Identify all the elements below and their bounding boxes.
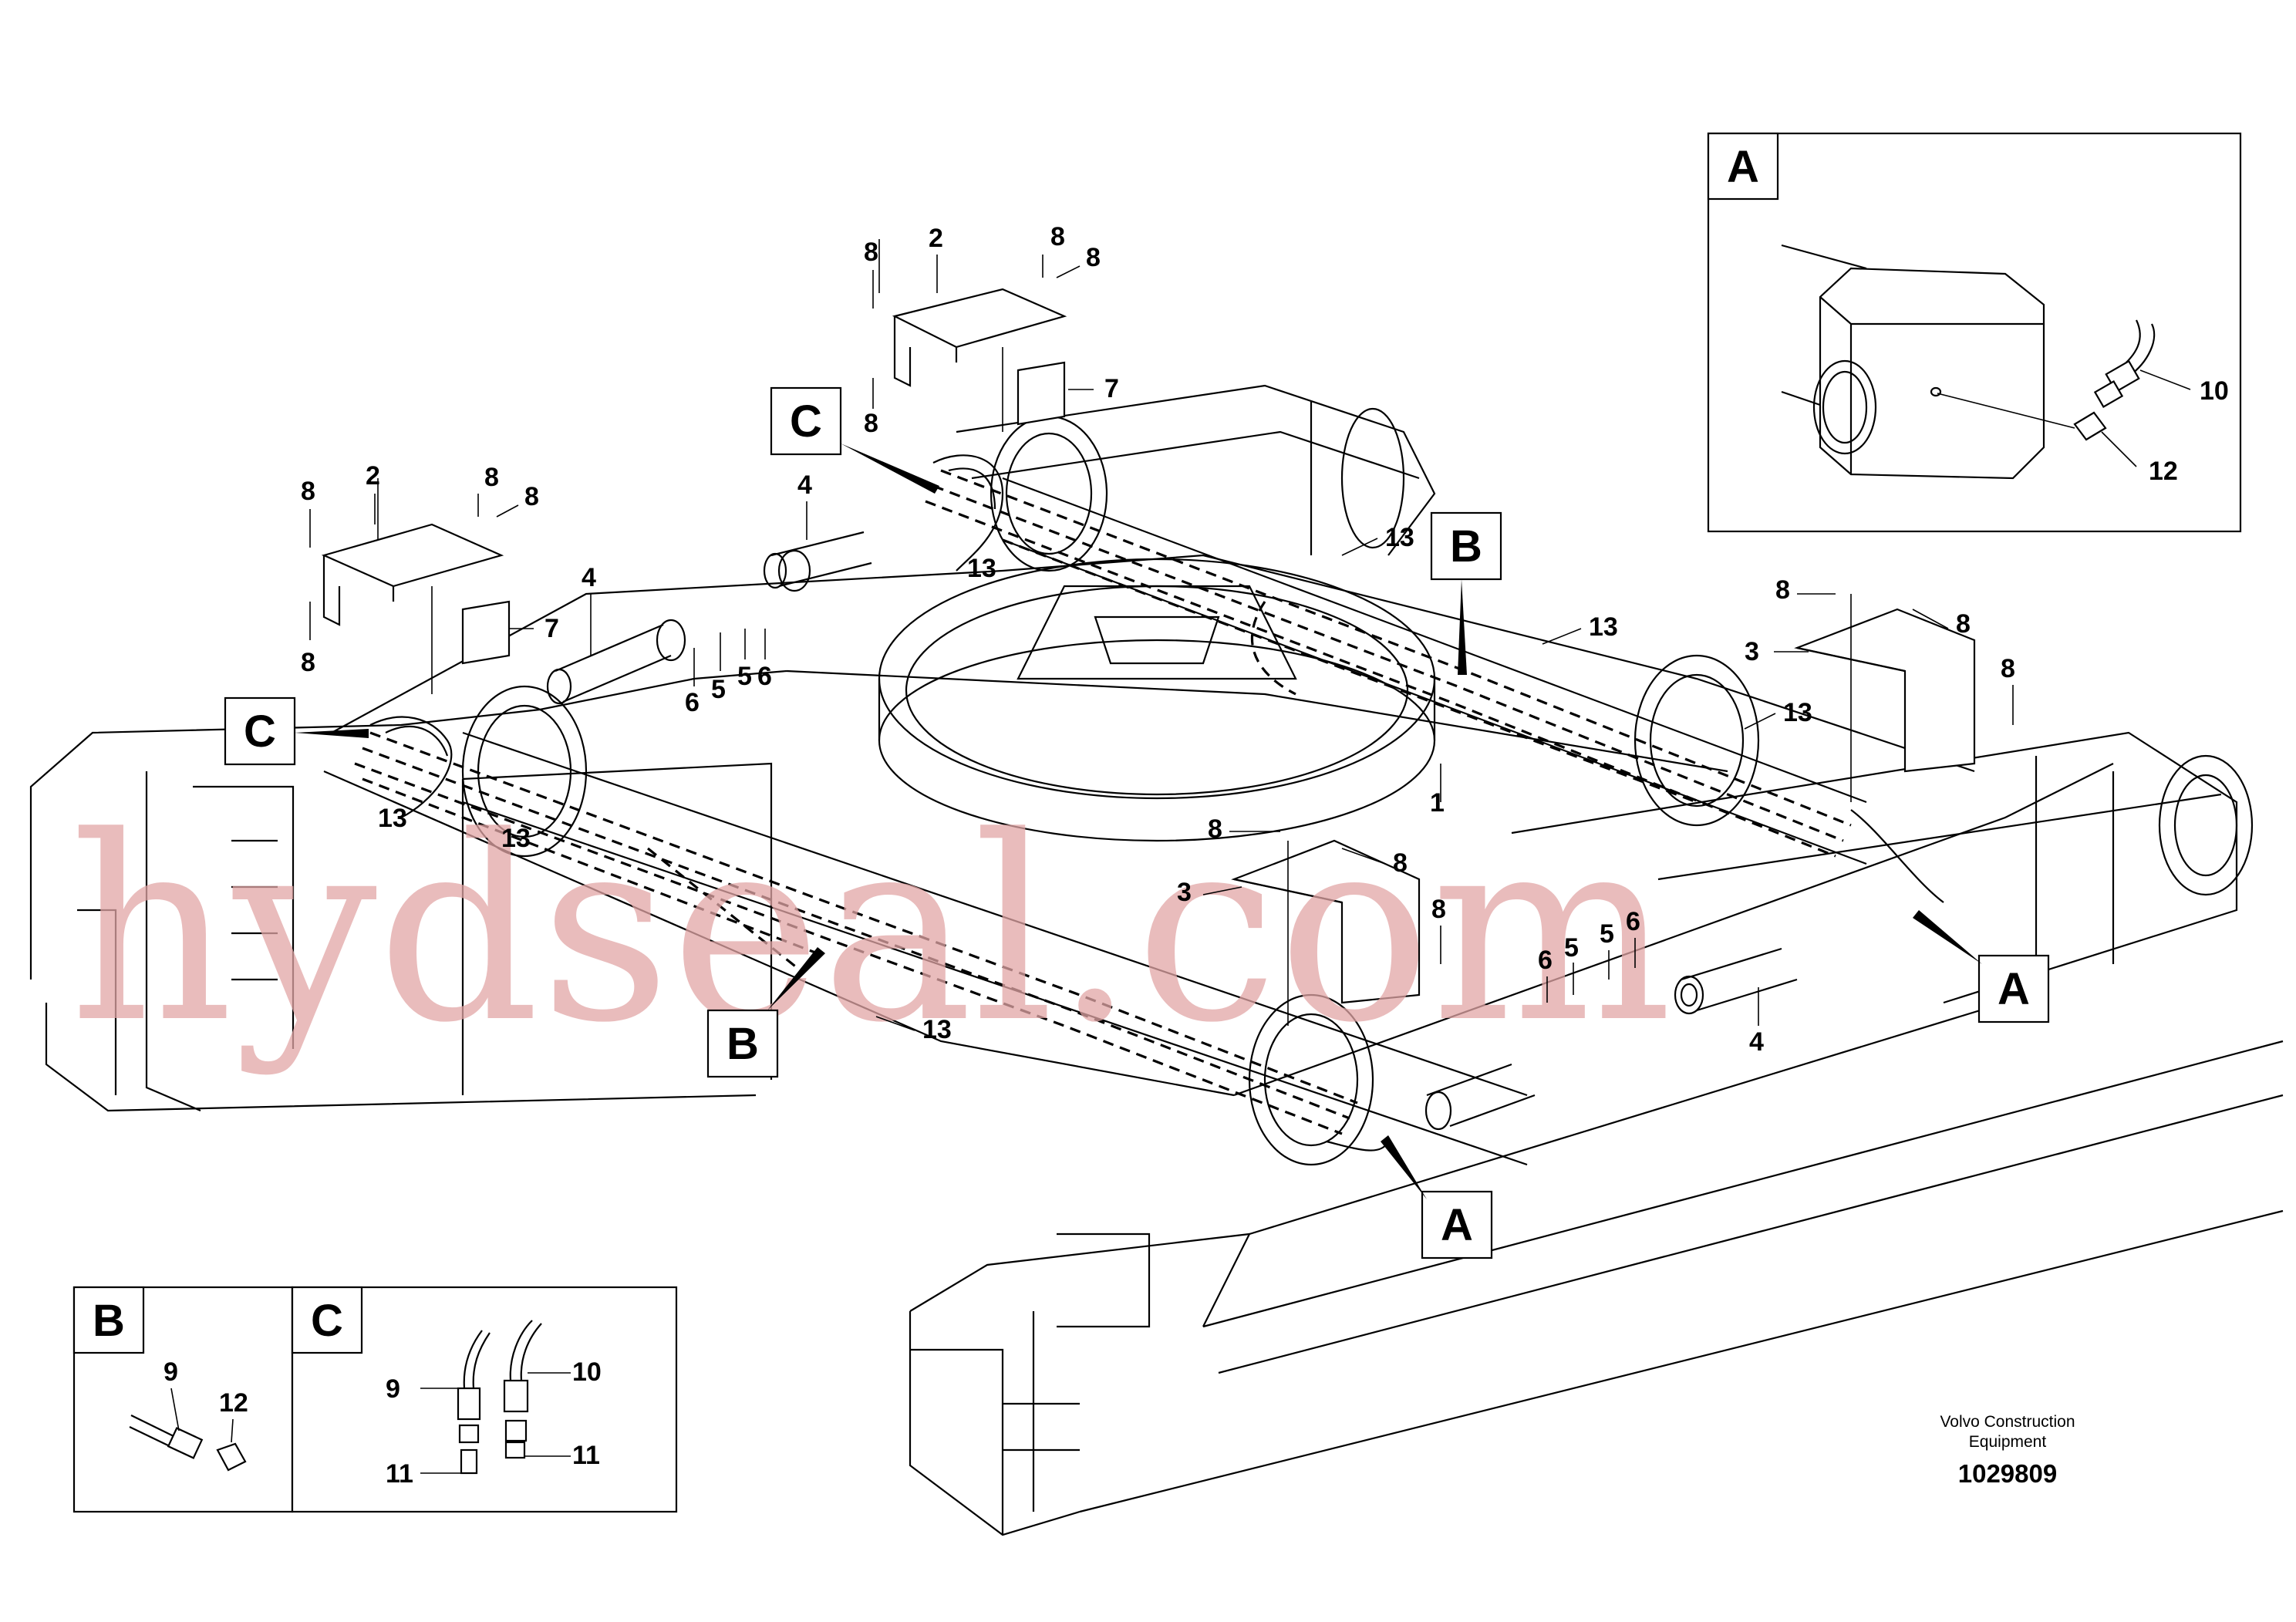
callout-label: 2 — [366, 461, 380, 491]
view-marker-a-right: A — [1913, 910, 2050, 1023]
view-marker-c-left: C — [224, 696, 369, 766]
callout-label: 8 — [301, 477, 315, 506]
svg-text:A: A — [1441, 1200, 1473, 1250]
callout-label: 13 — [378, 804, 407, 833]
callout-label: 5 — [1564, 933, 1579, 963]
callout-label: 8 — [2001, 654, 2015, 683]
callout-label: 8 — [1086, 243, 1101, 272]
svg-text:A: A — [1998, 964, 2030, 1014]
callout-label: 6 — [1538, 946, 1553, 975]
view-marker-b-upper: B — [1430, 511, 1502, 675]
callout-leaders — [309, 255, 2014, 1031]
view-marker-a-lower: A — [1381, 1135, 1493, 1259]
callout-label: 3 — [1745, 637, 1759, 666]
watermark-text: hydseal.com — [69, 782, 1672, 1078]
callout-label: 8 — [301, 648, 315, 677]
callout-label: 10 — [2200, 376, 2229, 406]
callout-label: 5 — [1600, 919, 1614, 949]
svg-text:C: C — [244, 706, 276, 757]
callout-label: 11 — [386, 1459, 413, 1489]
callout-label: 4 — [582, 563, 596, 592]
callout-label: 13 — [1783, 698, 1812, 727]
callout-label: 8 — [1050, 222, 1065, 251]
detail-view-a: A 10 12 — [1707, 132, 2242, 533]
callout-label: 2 — [929, 224, 943, 253]
callout-label: 7 — [1104, 374, 1119, 403]
callout-label: 6 — [757, 662, 772, 691]
detail-view-b: B 9 12 — [72, 1286, 294, 1513]
callout-label: 5 — [711, 675, 726, 704]
callout-label: 8 — [864, 238, 878, 267]
callout-label: 5 — [737, 662, 752, 691]
callout-label: 8 — [524, 482, 539, 511]
drawing-number: 1029809 — [1958, 1459, 2057, 1488]
callout-label: 6 — [685, 688, 700, 717]
callout-label: 9 — [164, 1357, 178, 1387]
callout-label: 8 — [1431, 895, 1446, 924]
callout-label: 8 — [1393, 848, 1408, 878]
detail-view-c: C 9 10 11 11 — [291, 1286, 678, 1513]
callout-label: 7 — [544, 614, 559, 643]
callout-label: 8 — [484, 463, 499, 492]
callout-label: 4 — [797, 470, 812, 500]
callout-label: 9 — [386, 1374, 400, 1404]
detail-c-letter: C — [311, 1296, 343, 1346]
callout-label: 10 — [572, 1357, 602, 1387]
callout-label: 13 — [922, 1015, 952, 1044]
callout-label: 13 — [501, 824, 531, 853]
callout-label: 3 — [1177, 878, 1192, 907]
callout-label: 8 — [1208, 814, 1222, 844]
svg-text:B: B — [1450, 521, 1482, 572]
view-markers: C C B B A A — [224, 386, 2050, 1259]
manufacturer-line2: Equipment — [1969, 1433, 2047, 1451]
callout-label: 8 — [1956, 609, 1971, 639]
callout-label: 12 — [219, 1388, 248, 1418]
callout-label: 11 — [572, 1441, 600, 1470]
manufacturer-line1: Volvo Construction — [1940, 1413, 2075, 1431]
svg-text:B: B — [727, 1019, 759, 1069]
title-block: Volvo Construction Equipment 1029809 — [1940, 1413, 2075, 1488]
view-marker-c-upper: C — [770, 386, 939, 494]
detail-a-letter: A — [1727, 142, 1759, 192]
undercarriage-drawing — [29, 239, 2284, 1536]
callout-label: 13 — [1385, 523, 1414, 552]
callout-label: 13 — [1589, 612, 1618, 642]
callout-label: 6 — [1626, 907, 1640, 936]
detail-b-letter: B — [93, 1296, 125, 1346]
view-marker-b-lower: B — [706, 947, 825, 1078]
callout-label: 1 — [1430, 788, 1445, 818]
callout-label: 8 — [864, 409, 878, 438]
callout-labels: 8 2 8 8 8 7 8 2 8 8 8 7 4 4 6 5 5 6 13 1… — [301, 222, 2015, 1057]
callout-label: 12 — [2149, 457, 2178, 486]
callout-label: 4 — [1749, 1027, 1764, 1057]
svg-text:C: C — [790, 396, 822, 447]
callout-label: 8 — [1775, 575, 1790, 605]
callout-label: 13 — [967, 554, 996, 583]
